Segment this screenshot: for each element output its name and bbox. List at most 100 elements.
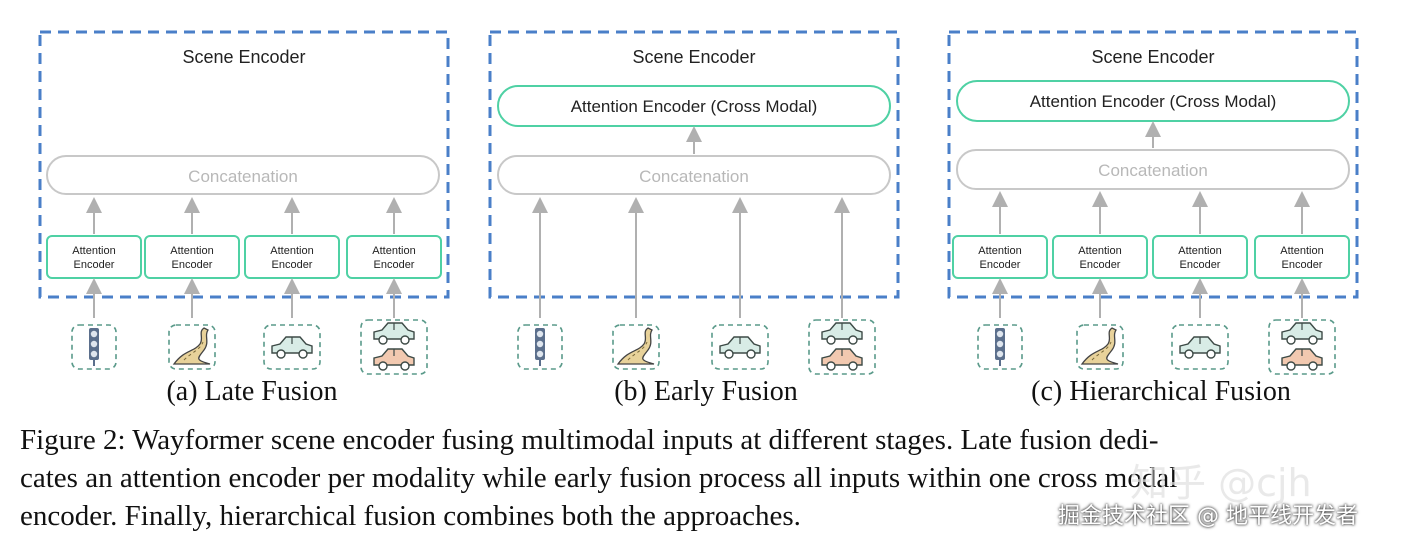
cross-modal-encoder-label: Attention Encoder (Cross Modal) — [1030, 92, 1277, 111]
cars-icon — [808, 319, 876, 375]
car-wheel — [1184, 349, 1194, 359]
traffic-light-lamp — [90, 340, 98, 348]
attention-encoder-label-line1: Attention — [1178, 245, 1221, 257]
concatenation-box — [956, 149, 1350, 190]
cross-modal-encoder-label: Attention Encoder (Cross Modal) — [571, 97, 818, 116]
attention-encoder-label-line1: Attention — [170, 245, 213, 257]
attention-encoder-box — [244, 235, 340, 279]
car-frame — [711, 324, 769, 370]
traffic-light-lamp — [536, 350, 544, 358]
road-shape — [172, 327, 211, 365]
traffic-light-lamp — [996, 340, 1004, 348]
figure-caption-line-1: Figure 2: Wayformer scene encoder fusing… — [20, 424, 1159, 456]
road-shape — [1080, 327, 1119, 365]
attention-encoder-label-line2: Encoder — [1180, 259, 1221, 271]
cars-frame — [808, 319, 876, 375]
attention-encoder-label-line1: Attention — [72, 245, 115, 257]
road-centerline — [627, 341, 648, 361]
cars-frame — [360, 319, 428, 375]
traffic-light-icon — [71, 324, 117, 370]
traffic-light-icon — [517, 324, 563, 370]
car-body — [271, 336, 313, 354]
attention-encoder-label-line2: Encoder — [374, 259, 415, 271]
car-body — [1281, 348, 1323, 366]
panel-1: Scene EncoderConcatenationAttentionEncod… — [38, 30, 450, 407]
zhihu-watermark: 知乎 @cjh — [1130, 461, 1312, 505]
car-wheel — [826, 361, 836, 371]
sub-caption: (a) Late Fusion — [166, 376, 337, 407]
attention-encoder-box — [46, 235, 142, 279]
traffic-light-frame — [517, 324, 563, 370]
traffic-light-lamp — [90, 330, 98, 338]
fusion-diagram: Scene EncoderConcatenationAttentionEncod… — [38, 30, 1359, 407]
car-body — [719, 336, 761, 354]
attention-encoder-box — [1254, 235, 1350, 279]
car-body — [373, 348, 415, 366]
scene-encoder-title: Scene Encoder — [632, 47, 755, 67]
juejin-watermark: 掘金技术社区 @ 地平线开发者 — [1058, 504, 1358, 529]
road-shape — [616, 327, 655, 365]
car-wheel — [826, 335, 836, 345]
concatenation-box — [497, 155, 891, 195]
road-frame — [612, 324, 660, 370]
cars-icon — [1268, 319, 1336, 375]
car-wheel — [1286, 361, 1296, 371]
car-body — [1281, 322, 1323, 340]
attention-encoder-label-line2: Encoder — [1080, 259, 1121, 271]
attention-encoder-label-line2: Encoder — [272, 259, 313, 271]
car-wheel — [1286, 335, 1296, 345]
car-wheel — [724, 349, 734, 359]
car-icon — [263, 324, 321, 370]
car-body — [1179, 336, 1221, 354]
concatenation-box — [46, 155, 440, 195]
traffic-light-lamp — [996, 330, 1004, 338]
concatenation-label: Concatenation — [639, 167, 749, 186]
traffic-light-frame — [977, 324, 1023, 370]
car-body — [373, 322, 415, 340]
attention-encoder-label-line1: Attention — [1280, 245, 1323, 257]
traffic-light-icon — [977, 324, 1023, 370]
attention-encoder-label-line1: Attention — [978, 245, 1021, 257]
car-wheel — [276, 349, 286, 359]
road-frame — [1076, 324, 1124, 370]
car-body — [821, 348, 863, 366]
car-wheel — [848, 361, 858, 371]
scene-encoder-title: Scene Encoder — [182, 47, 305, 67]
cars-frame — [1268, 319, 1336, 375]
attention-encoder-label-line1: Attention — [1078, 245, 1121, 257]
attention-encoder-label-line2: Encoder — [74, 259, 115, 271]
concatenation-label: Concatenation — [188, 167, 298, 186]
road-icon — [612, 324, 660, 370]
attention-encoder-box — [1052, 235, 1148, 279]
attention-encoder-box — [952, 235, 1048, 279]
attention-encoder-box — [144, 235, 240, 279]
scene-encoder-frame — [488, 30, 900, 299]
car-body — [821, 322, 863, 340]
car-wheel — [1308, 335, 1318, 345]
road-centerline — [183, 341, 204, 361]
road-centerline — [1091, 341, 1112, 361]
road-icon — [1076, 324, 1124, 370]
car-wheel — [848, 335, 858, 345]
figure-caption-line-2: cates an attention encoder per modality … — [20, 462, 1178, 494]
attention-encoder-label-line2: Encoder — [1282, 259, 1323, 271]
attention-encoder-label-line2: Encoder — [980, 259, 1021, 271]
attention-encoder-label-line1: Attention — [372, 245, 415, 257]
attention-encoder-box — [346, 235, 442, 279]
car-icon — [1171, 324, 1229, 370]
cars-icon — [360, 319, 428, 375]
traffic-light-frame — [71, 324, 117, 370]
scene-encoder-title: Scene Encoder — [1091, 47, 1214, 67]
scene-encoder-frame — [947, 30, 1359, 299]
attention-encoder-label-line1: Attention — [270, 245, 313, 257]
car-frame — [1171, 324, 1229, 370]
